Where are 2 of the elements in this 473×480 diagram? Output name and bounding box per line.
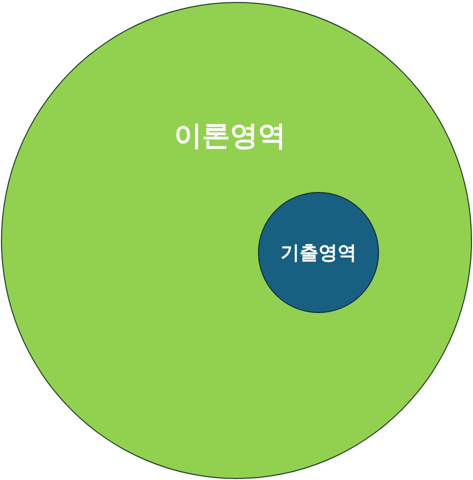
area-label: 이론영역 — [174, 118, 286, 154]
area-label: 기출영역 — [280, 240, 356, 266]
